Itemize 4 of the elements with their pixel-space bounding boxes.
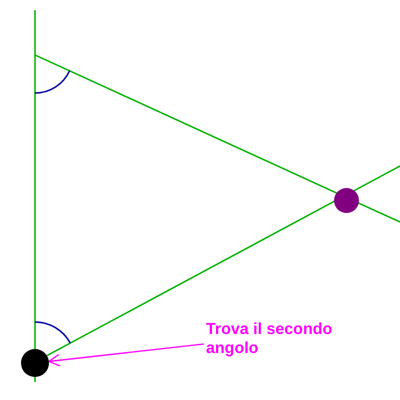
point-dot <box>334 188 359 213</box>
instruction-text: Trova il secondo angolo <box>206 320 334 358</box>
point-dot <box>21 349 49 377</box>
leader-arrow <box>48 343 204 367</box>
